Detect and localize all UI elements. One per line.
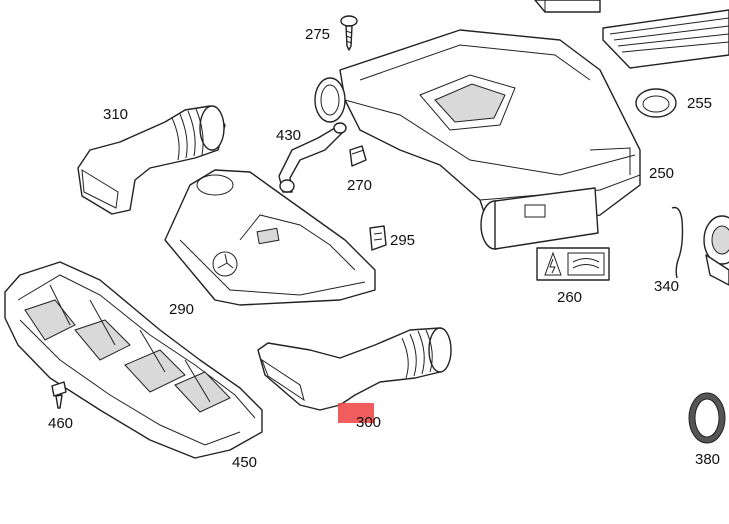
sensor-right (703, 215, 729, 286)
ring-380 (688, 392, 726, 444)
label-250: 250 (649, 165, 675, 182)
label-260: 260 (557, 289, 583, 306)
label-300: 300 (356, 414, 382, 431)
label-450: 450 (232, 454, 258, 471)
label-340: 340 (654, 278, 680, 295)
label-255: 255 (687, 95, 713, 112)
label-260 (536, 247, 610, 281)
clip-270 (349, 145, 367, 167)
label-270: 270 (347, 177, 373, 194)
label-295: 295 (390, 232, 416, 249)
box-corner-top (534, 0, 601, 13)
tray-450 (4, 261, 263, 459)
label-290: 290 (169, 301, 195, 318)
filter-panel (602, 9, 729, 69)
highlight-marker-300 (338, 403, 374, 423)
ring-255 (635, 88, 677, 118)
label-380: 380 (695, 451, 721, 468)
label-430: 430 (276, 127, 302, 144)
duct-310 (77, 105, 226, 215)
cable-340 (671, 206, 684, 279)
screw-460 (51, 381, 67, 409)
hose-430 (278, 122, 347, 193)
label-310: 310 (103, 106, 129, 123)
clip-295 (369, 225, 387, 251)
screw-275 (340, 15, 358, 51)
airbox-250 (314, 29, 641, 250)
engine-cover-290 (164, 169, 376, 306)
label-275: 275 (305, 26, 331, 43)
duct-300 (257, 327, 452, 411)
label-460: 460 (48, 415, 74, 432)
